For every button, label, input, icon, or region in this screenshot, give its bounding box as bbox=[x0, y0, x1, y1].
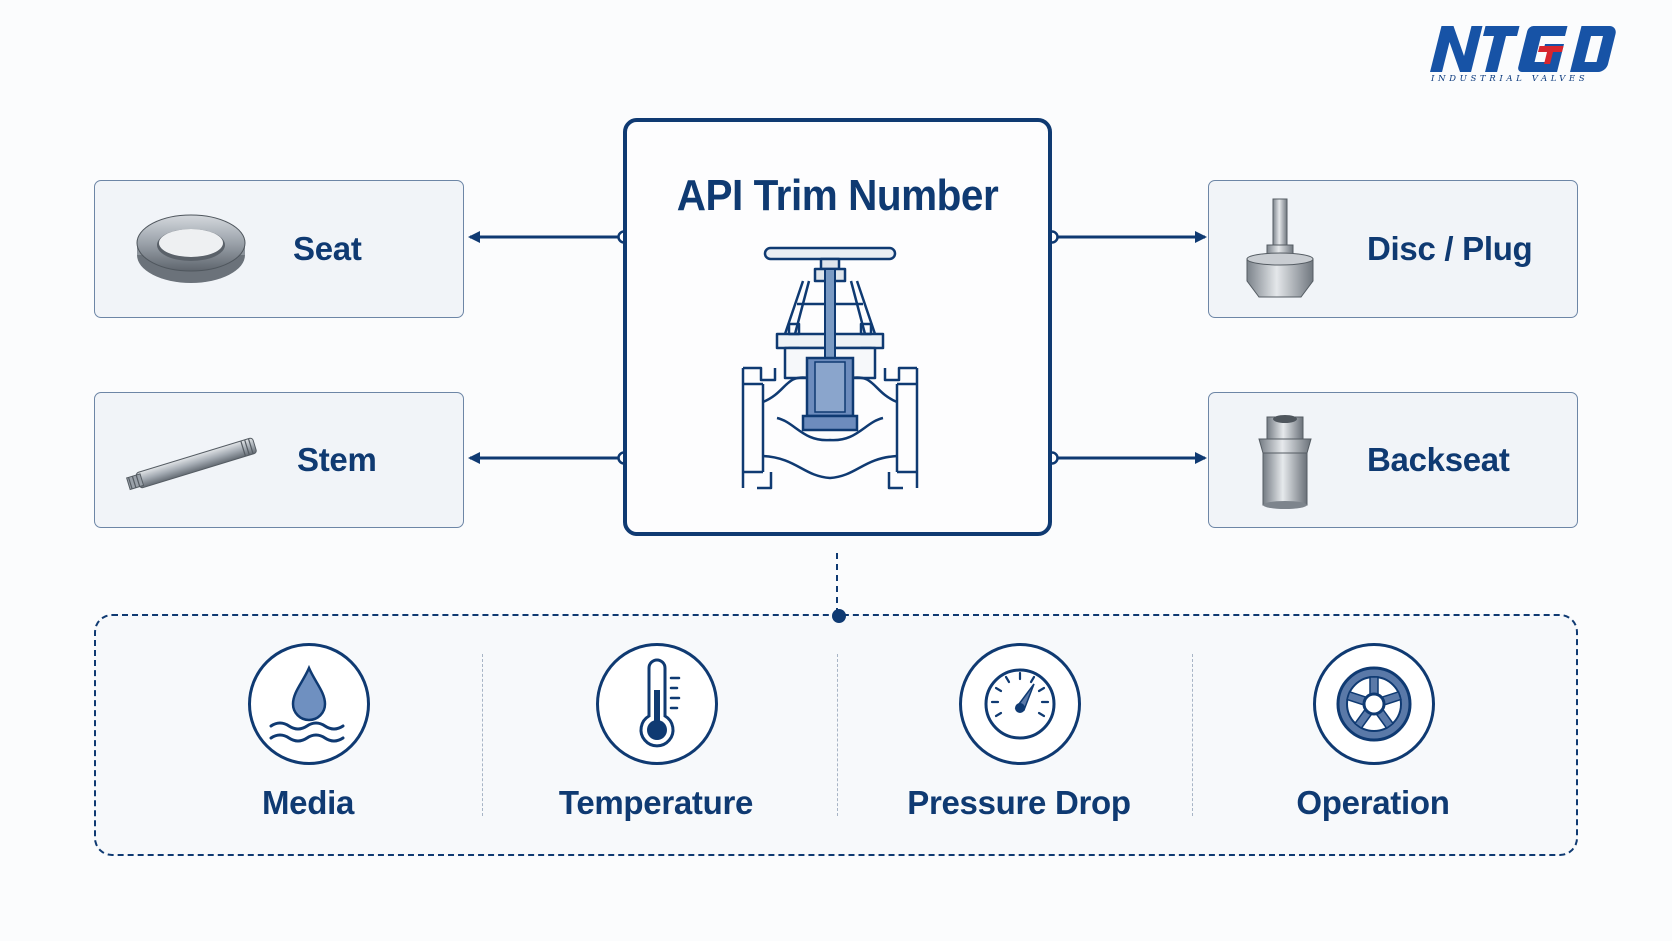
factor-icon-circle bbox=[959, 643, 1081, 765]
part-label-backseat: Backseat bbox=[1367, 441, 1510, 478]
part-label-seat: Seat bbox=[293, 230, 362, 267]
brand-logo: INDUSTRIAL VALVES bbox=[1425, 20, 1625, 88]
factor-divider bbox=[837, 654, 838, 816]
factor-divider bbox=[482, 654, 483, 816]
factor-label-media: Media bbox=[261, 784, 355, 821]
factor-media: Media bbox=[158, 616, 458, 854]
part-box-backseat: Backseat bbox=[1208, 392, 1578, 528]
factor-label-operation: Operation bbox=[1296, 784, 1450, 821]
handwheel-icon bbox=[1336, 666, 1412, 742]
factor-operation: Operation bbox=[1223, 616, 1523, 854]
api-trim-number-box: API Trim Number bbox=[623, 118, 1052, 536]
center-title: API Trim Number bbox=[676, 171, 999, 220]
water-drop-icon bbox=[269, 664, 345, 743]
factor-icon-circle bbox=[1313, 643, 1435, 765]
factor-pressure-drop: Pressure Drop bbox=[869, 616, 1169, 854]
seat-ring-icon bbox=[136, 214, 246, 283]
part-label-disc-plug: Disc / Plug bbox=[1367, 230, 1533, 267]
factor-icon-circle bbox=[596, 643, 718, 765]
factor-divider bbox=[1192, 654, 1193, 816]
part-box-stem: Stem bbox=[94, 392, 464, 528]
selection-factors-panel: Media Temperature bbox=[94, 609, 1578, 856]
factor-temperature: Temperature bbox=[506, 616, 806, 854]
stem-rod-icon bbox=[126, 437, 257, 491]
thermometer-icon bbox=[639, 658, 681, 748]
backseat-bushing-icon bbox=[1258, 415, 1312, 509]
part-box-disc-plug: Disc / Plug bbox=[1208, 180, 1578, 318]
part-label-stem: Stem bbox=[297, 441, 377, 478]
logo-wordmark-icon bbox=[1430, 26, 1616, 72]
factor-label-pressure-drop: Pressure Drop bbox=[907, 784, 1131, 821]
factor-label-temperature: Temperature bbox=[558, 784, 754, 821]
disc-plug-icon bbox=[1246, 198, 1314, 298]
gate-valve-icon bbox=[741, 246, 919, 490]
pressure-gauge-icon bbox=[984, 668, 1056, 740]
factor-icon-circle bbox=[248, 643, 370, 765]
part-box-seat: Seat bbox=[94, 180, 464, 318]
panel-connector-dot bbox=[832, 609, 846, 623]
logo-subtitle: INDUSTRIAL VALVES bbox=[1431, 74, 1589, 84]
